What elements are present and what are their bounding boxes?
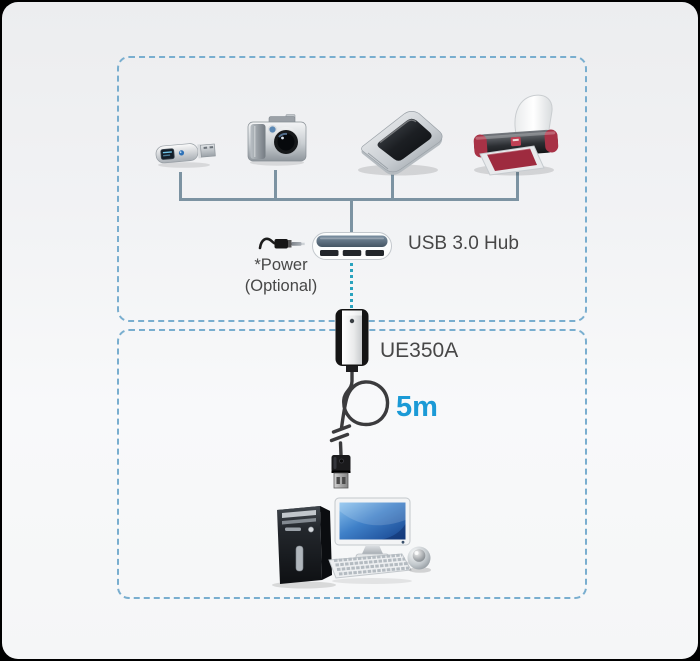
photo-printer-icon xyxy=(473,94,559,176)
power-plug-icon xyxy=(258,237,305,250)
connector-line-scanner xyxy=(391,174,394,201)
usb-extender-icon xyxy=(335,309,369,372)
connector-line-horizontal xyxy=(179,198,519,201)
desktop-computer-icon xyxy=(272,497,431,589)
power-note-line2: (Optional) xyxy=(244,277,318,295)
power-note-line1: *Power xyxy=(254,256,308,274)
computer-mouse xyxy=(407,546,431,573)
usb-flash-drive-icon xyxy=(155,143,216,168)
extender-label: UE350A xyxy=(380,339,459,362)
usb-hub-icon xyxy=(312,232,392,260)
digital-camera-icon xyxy=(247,114,307,166)
connector-line-to-hub xyxy=(350,198,353,233)
power-note: *Power (Optional) xyxy=(230,255,332,297)
hub-label: USB 3.0 Hub xyxy=(408,233,519,254)
computer-keyboard xyxy=(328,553,412,584)
computer-tower xyxy=(272,506,336,589)
dotted-link-hub-to-extender xyxy=(350,263,353,309)
usb-cable-icon xyxy=(329,372,390,489)
connector-line-printer xyxy=(516,172,519,201)
connector-line-camera xyxy=(274,170,277,201)
cable-length-label: 5m xyxy=(396,391,438,423)
connector-line-flash-drive xyxy=(179,172,182,201)
flatbed-scanner-icon xyxy=(358,111,443,176)
